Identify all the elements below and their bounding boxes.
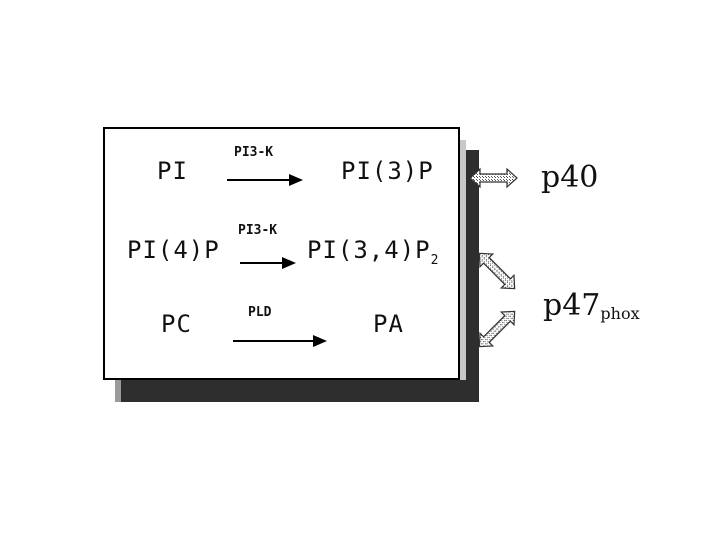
- enzyme-pi3k-2: PI3-K: [238, 223, 278, 238]
- enzyme-pi3k-1: PI3-K: [234, 145, 274, 160]
- substrate-pc: PC: [161, 310, 192, 338]
- enzyme-pld: PLD: [248, 305, 272, 320]
- box-shadow-right: [466, 150, 479, 402]
- substrate-pi: PI: [157, 157, 188, 185]
- reaction-arrow-2: [240, 257, 296, 269]
- product-pa: PA: [373, 310, 404, 338]
- substrate-pi4p: PI(4)P: [127, 236, 220, 264]
- protein-p47-subscript: phox: [600, 304, 640, 323]
- box-shadow-right-light: [460, 140, 466, 402]
- product-pi34p2: PI(3,4)P2: [307, 236, 440, 268]
- box-shadow-bottom-light: [115, 380, 121, 402]
- double-arrow-p47-lower-icon: [478, 310, 516, 348]
- protein-p40: p40: [541, 160, 599, 195]
- box-shadow-bottom: [121, 380, 479, 402]
- product-pi3p: PI(3)P: [341, 157, 434, 185]
- protein-p47: p47phox: [543, 288, 640, 323]
- double-arrow-p47-upper-icon: [478, 252, 516, 290]
- reaction-box: PI PI3-K PI(3)P PI(4)P PI3-K PI(3,4)P2 P…: [103, 127, 460, 380]
- reaction-arrow-3: [233, 335, 327, 347]
- reaction-arrow-1: [227, 174, 303, 186]
- product-subscript: 2: [430, 252, 440, 268]
